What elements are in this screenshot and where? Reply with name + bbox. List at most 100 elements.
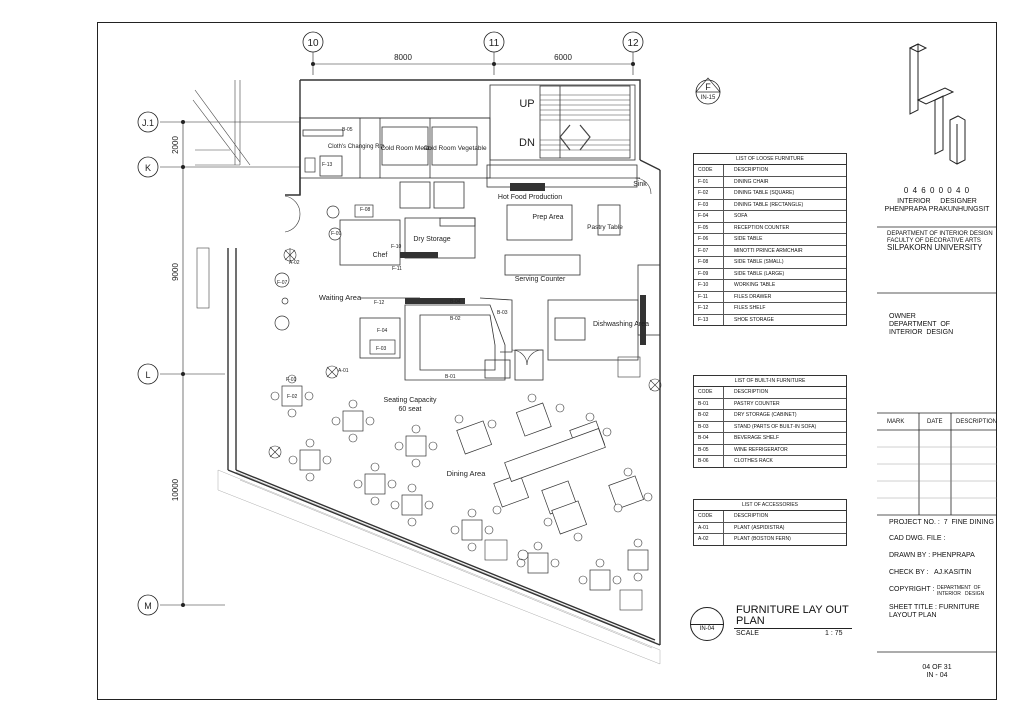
seating-capacity-label: Seating Capacity [384, 397, 437, 404]
room-dry-storage: Dry Storage [413, 236, 450, 243]
sheet-title: SHEET TITLE : FURNITURE [889, 604, 980, 611]
sheet-ref: IN - 04 [926, 672, 948, 679]
room-sink: Sink [633, 181, 647, 188]
scale-value: 1 : 75 [825, 630, 843, 637]
plant-icons [268, 248, 662, 561]
scale-label: SCALE [736, 630, 759, 637]
stair-up-label: UP [519, 98, 534, 110]
copyright-label: COPYRIGHT : [889, 586, 935, 593]
section-letter: F [705, 82, 711, 92]
grid-label-12: 12 [627, 38, 639, 49]
designer-role: INTERIOR DESIGNER [897, 198, 977, 205]
built-in-counters [359, 297, 544, 381]
header-description: DESCRIPTION [734, 389, 769, 395]
room-pastry-table: Pastry Table [587, 224, 623, 231]
grid-bubble-k [137, 156, 159, 178]
owner-dept-2: INTERIOR DESIGN [889, 329, 954, 336]
seating-capacity-count: 60 seat [399, 406, 422, 413]
copyright-value: DEPARTMENT OF [937, 585, 981, 591]
room-prep-area: Prep Area [532, 214, 563, 221]
grid-label-k: K [145, 163, 151, 173]
grid-bubble-12 [622, 31, 644, 53]
drawing-sheet-border [97, 22, 997, 700]
grid-label-10: 10 [307, 38, 319, 49]
dimension-9000: 9000 [171, 263, 180, 281]
section-ref: IN-15 [701, 95, 716, 101]
grid-label-11: 11 [489, 38, 500, 49]
designer-name: PHENPRAPA PRAKUNHUNGSIT [884, 206, 990, 213]
grid-bubble-11 [483, 31, 505, 53]
grid-bubble-m [137, 594, 159, 616]
revision-date-header: DATE [927, 419, 943, 425]
tag-f04: F-04 [377, 328, 388, 334]
drawing-ref: IN-04 [699, 626, 715, 632]
department: DEPARTMENT OF INTERIOR DESIGN [887, 231, 993, 237]
tag-a01: A-01 [338, 368, 349, 374]
grid-label-j1: J.1 [142, 118, 154, 128]
sheet-title-2: LAYOUT PLAN [889, 612, 937, 619]
logo-icon [908, 43, 966, 165]
section-marker [695, 77, 721, 105]
tag-b05: B-05 [342, 127, 353, 133]
accessories-title: LIST OF ACCESSORIES [694, 500, 846, 511]
room-cold-meat: Cold Room Meat [381, 145, 430, 152]
drawing-title-line1: FURNITURE LAY OUT [736, 604, 849, 616]
drawing-title-line2: PLAN [736, 615, 765, 627]
room-dining-area: Dining Area [447, 469, 487, 478]
tag-b01: B-01 [445, 374, 456, 380]
loose-furniture-title: LIST OF LOOSE FURNITURE [694, 154, 846, 165]
tag-f07: F-07 [277, 280, 288, 286]
drawing-title-block: IN-04 FURNITURE LAY OUT PLAN SCALE 1 : 7… [690, 604, 852, 645]
room-waiting-area: Waiting Area [319, 293, 362, 302]
tag-f10: F-10 [391, 244, 402, 250]
header-code: CODE [694, 165, 724, 176]
header-code: CODE [694, 387, 724, 398]
project-number: PROJECT NO. : 7 FINE DINING [889, 519, 994, 526]
tag-b04: B-04 [450, 299, 461, 305]
stair-down-label: DN [519, 137, 535, 149]
dining-tables [281, 385, 649, 591]
tag-f01: F-01 [286, 377, 297, 383]
room-chef: Chef [373, 252, 388, 259]
tag-f11: F-11 [392, 266, 402, 272]
title-block: 0 4 6 0 0 0 4 0 INTERIOR DESIGNER PHENPR… [877, 22, 997, 700]
cad-file: CAD DWG. FILE : [889, 535, 946, 542]
grid-label-l: L [145, 370, 150, 380]
sheet-number: 04 OF 31 [922, 664, 952, 671]
header-code: CODE [694, 511, 724, 522]
grid-bubble-j1 [137, 111, 159, 133]
copyright-value-2: INTERIOR DESIGN [937, 591, 985, 597]
drawn-by: DRAWN BY : PHENPRAPA [889, 552, 975, 559]
owner-dept: DEPARTMENT OF [889, 321, 951, 328]
dimension-10000: 10000 [171, 478, 180, 501]
grid-label-m: M [144, 601, 152, 611]
grid-bubble-l [137, 363, 159, 385]
tag-b03: B-03 [497, 310, 508, 316]
tag-f08: F-08 [360, 207, 371, 213]
tag-f09: F-09 [331, 231, 342, 237]
grid-bubble-10 [302, 31, 324, 53]
builtin-furniture-title: LIST OF BUILT-IN FURNITURE [694, 376, 846, 387]
revision-description-header: DESCRIPTION [956, 419, 998, 425]
owner-label: OWNER [889, 313, 916, 320]
builtin-furniture-table: LIST OF BUILT-IN FURNITURE CODE DESCRIPTI… [693, 375, 847, 468]
tag-a02: A-02 [289, 260, 300, 266]
tag-f03: F-03 [376, 346, 387, 352]
room-cloth-changing: Cloth's Changing Rm. [328, 144, 387, 150]
